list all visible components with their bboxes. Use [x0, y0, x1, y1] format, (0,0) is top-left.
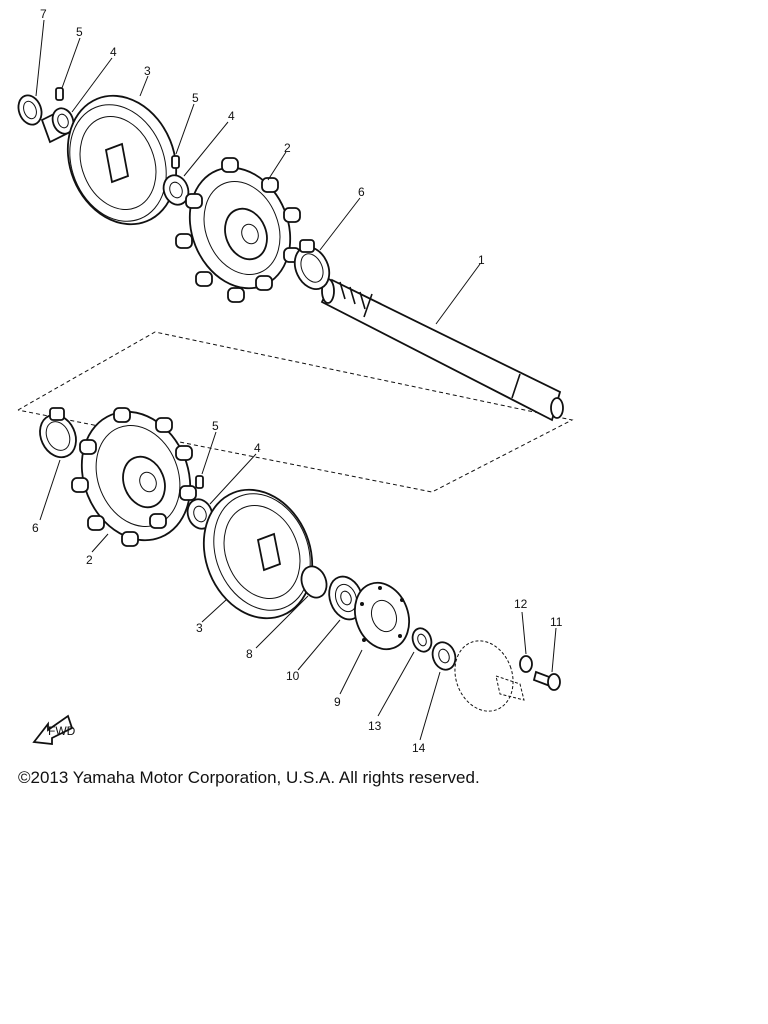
front-direction-arrow: FWD — [32, 714, 76, 746]
callout-4-lower: 4 — [254, 441, 261, 455]
part-14-nut — [431, 641, 457, 671]
part-3-idler-wheel-lower — [202, 488, 314, 620]
part-8-spacer — [300, 565, 328, 599]
callout-4-upper: 4 — [110, 45, 117, 59]
callout-13: 13 — [368, 719, 382, 733]
part-13-washer — [411, 627, 433, 653]
part-4-collar-mid — [162, 174, 190, 206]
part-9-bearing-housing-plate — [354, 581, 410, 651]
part-4-collar-upper — [40, 107, 75, 144]
front-arrow-label: FWD — [48, 724, 76, 738]
callout-6-lower: 6 — [32, 521, 39, 535]
callout-9: 9 — [334, 695, 341, 709]
part-7-collar — [17, 94, 43, 126]
callout-14: 14 — [412, 741, 426, 755]
callout-12: 12 — [514, 597, 528, 611]
exploded-parts-diagram: FWD 7 5 4 3 5 4 2 6 1 5 4 6 2 3 8 10 9 1… — [17, 7, 574, 755]
callout-1: 1 — [478, 253, 485, 267]
callout-4-mid: 4 — [228, 109, 235, 123]
callout-6-upper: 6 — [358, 185, 365, 199]
part-2-drive-sprocket-lower — [71, 407, 197, 547]
part-11-bolt — [532, 670, 561, 691]
callout-8: 8 — [246, 647, 253, 661]
part-5-setscrew-upper — [55, 87, 64, 101]
callout-5-upper: 5 — [76, 25, 83, 39]
callout-3-lower: 3 — [196, 621, 203, 635]
reference-hub-phantom — [454, 640, 525, 712]
part-1-shaft — [320, 278, 564, 422]
callout-5-lower: 5 — [212, 419, 219, 433]
callout-7: 7 — [40, 7, 47, 21]
callout-3-upper: 3 — [144, 64, 151, 78]
callout-5-mid: 5 — [192, 91, 199, 105]
assembly-outline-dashed — [17, 331, 574, 493]
callout-11: 11 — [550, 615, 563, 629]
copyright-notice: ©2013 Yamaha Motor Corporation, U.S.A. A… — [18, 768, 480, 787]
part-3-idler-wheel-upper — [66, 94, 178, 226]
part-6-clamp-upper — [293, 239, 331, 290]
part-6-clamp-lower — [39, 407, 77, 459]
leader-lines — [35, 19, 557, 741]
callout-10: 10 — [286, 669, 300, 683]
part-5-setscrew-mid — [171, 155, 180, 169]
part-2-drive-sprocket-upper — [175, 157, 301, 303]
part-12-lock-washer — [519, 655, 533, 673]
callout-2-upper: 2 — [284, 141, 291, 155]
callout-2-lower: 2 — [86, 553, 93, 567]
part-5-setscrew-lower — [195, 475, 204, 489]
